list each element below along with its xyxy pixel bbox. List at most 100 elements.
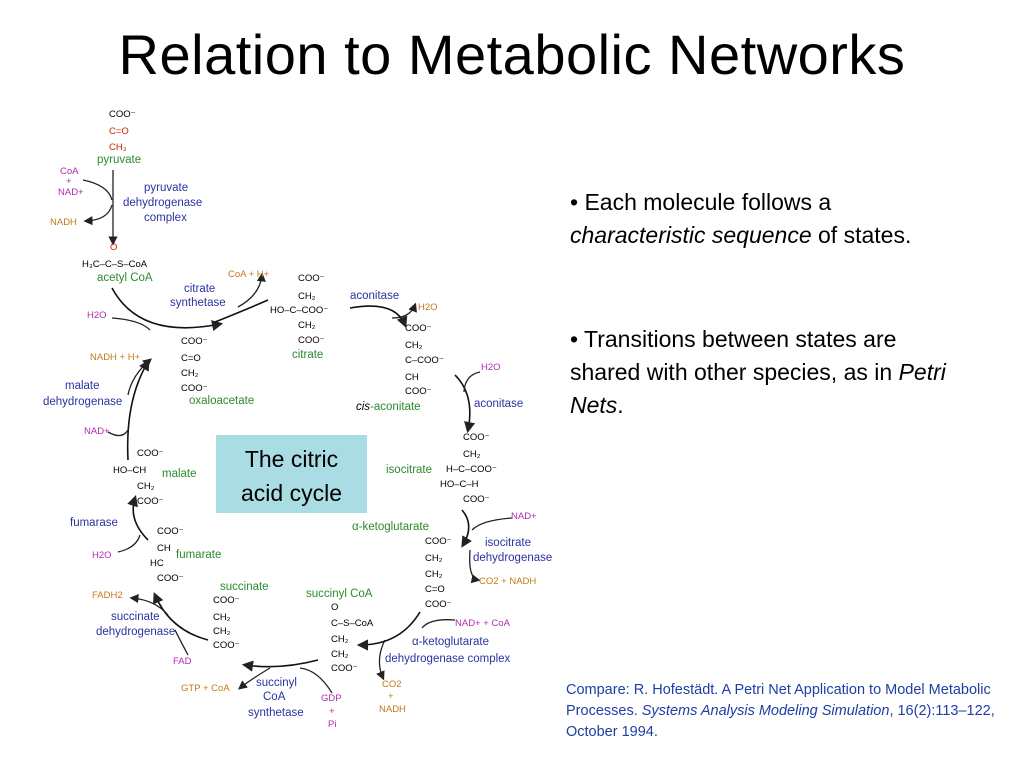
isocitrate-structure-line: HO–C–H: [440, 479, 479, 490]
cofactor-coa-nad-in: CoA + NAD+: [58, 166, 84, 198]
nad-in-1-arrow: [471, 517, 513, 531]
enzyme-pdh-line: complex: [144, 212, 187, 224]
citrate-synthetase-arc: [111, 287, 224, 332]
alpha-kg-structure-line: CH₂: [425, 553, 443, 564]
cofactor-h2o-out-1: H2O: [418, 302, 438, 313]
pyruvate-structure: COO⁻ C=O CH₃: [109, 109, 136, 153]
cofactor-co2-nadh-out-1: CO2 + NADH: [479, 576, 536, 587]
isocitrate-structure-line: COO⁻: [463, 494, 490, 505]
metabolite-oxaloacetate: oxaloacetate: [189, 395, 254, 407]
fumarate-structure: COO⁻ CH HC COO⁻: [150, 526, 184, 584]
idh-arc: [461, 509, 472, 548]
enzyme-mdh-line: malate: [65, 380, 100, 392]
alpha-kg-structure-line: C=O: [425, 584, 445, 595]
metabolite-pyruvate: pyruvate: [97, 154, 141, 166]
enzyme-citrate-synthetase: citrate synthetase: [170, 283, 226, 309]
bullet-text: • Transitions between states are shared …: [570, 326, 899, 385]
acetyl-coa-structure-line: O: [110, 242, 117, 253]
slide-title: Relation to Metabolic Networks: [118, 23, 906, 86]
akgdh-arc: [356, 611, 421, 651]
synthetase-ring-arc: [214, 299, 269, 323]
succinate-structure-line: COO⁻: [213, 595, 240, 606]
cycle-label-line: acid cycle: [241, 480, 342, 506]
cofactor-gtp-coa-out: GTP + CoA: [181, 683, 230, 694]
cycle-label: The citric acid cycle: [216, 435, 367, 513]
enzyme-citrate-synthetase-line: synthetase: [170, 297, 226, 309]
cycle-label-line: The citric: [244, 446, 339, 472]
bullet-emphasis: characteristic sequence: [570, 222, 812, 248]
citrate-structure-line: HO–C–COO⁻: [270, 305, 328, 316]
succinate-structure-line: COO⁻: [213, 640, 240, 651]
aconitase-2-arc: [454, 374, 476, 434]
malate-structure-line: COO⁻: [137, 448, 164, 459]
malate-structure-line: COO⁻: [137, 496, 164, 507]
succinyl-coa-structure-line: O: [331, 602, 338, 613]
nad-coa-in-arrow: [421, 619, 456, 629]
pyruvate-structure-line: C=O: [109, 126, 129, 137]
metabolite-acetyl-coa: acetyl CoA: [97, 272, 153, 284]
gdp-pi-in-arrow: [299, 667, 333, 694]
fad-in-arrow: [174, 629, 189, 656]
fumarate-structure-line: HC: [150, 558, 164, 569]
enzyme-mdh-line: dehydrogenase: [43, 396, 122, 408]
cis-aconitate-structure-line: CH₂: [405, 340, 423, 351]
cofactor-line: CO2: [382, 679, 402, 690]
cis-prefix: cis: [356, 401, 370, 413]
enzyme-citrate-synthetase-line: citrate: [184, 283, 215, 295]
co2-nadh-out-2-arrow: [376, 639, 386, 681]
succinate-structure: COO⁻ CH₂ CH₂ COO⁻: [213, 595, 240, 651]
enzyme-pdh-line: pyruvate: [144, 182, 188, 194]
cofactor-h2o-in-2: H2O: [481, 362, 501, 373]
enzyme-succinyl-coa-synthetase-line: succinyl: [256, 677, 297, 689]
cofactor-line: +: [388, 691, 394, 702]
pyruvate-structure-line: COO⁻: [109, 109, 136, 120]
cofactor-h2o-in-1: H2O: [87, 310, 107, 321]
malate-structure-line: CH₂: [137, 481, 155, 492]
bullet-text: of states.: [811, 222, 912, 248]
cis-aconitate-structure-line: CH: [405, 372, 419, 383]
succinyl-coa-synthetase-arc: [241, 659, 319, 672]
citrate-structure-line: COO⁻: [298, 273, 325, 284]
bullet-text: .: [617, 392, 624, 418]
enzyme-fumarase: fumarase: [70, 517, 118, 529]
cofactor-nad-in-1: NAD+: [511, 511, 537, 522]
isocitrate-structure-line: CH₂: [463, 449, 481, 460]
cofactor-co2-nadh-out-2: CO2 + NADH: [379, 679, 406, 715]
cofactor-fadh2-out: FADH2: [92, 590, 123, 601]
citrate-structure-line: CH₂: [298, 291, 316, 302]
alpha-kg-structure-line: CH₂: [425, 569, 443, 580]
bullet-point: • Each molecule follows a characteristic…: [570, 186, 970, 252]
sdh-arc: [153, 592, 209, 641]
cis-aconitate-structure: COO⁻ CH₂ C–COO⁻ CH COO⁻: [405, 323, 444, 397]
fumarate-structure-line: COO⁻: [157, 573, 184, 584]
cis-aconitate-structure-line: C–COO⁻: [405, 355, 444, 366]
h2o-in-3-arrow: [117, 534, 141, 553]
succinate-structure-line: CH₂: [213, 626, 231, 637]
cofactor-nadh-h-out: NADH + H+: [90, 352, 141, 363]
cofactor-nadh-out-1: NADH: [50, 217, 77, 228]
succinyl-coa-structure: O C–S–CoA CH₂ CH₂ COO⁻: [331, 602, 374, 674]
bullet-text: • Each molecule follows a: [570, 189, 832, 215]
citation-text: Compare: R. Hofestädt. A Petri Net Appli…: [566, 682, 991, 719]
mdh-arc: [126, 359, 150, 461]
aconitase-1-arc: [349, 305, 408, 328]
citrate-structure-line: CH₂: [298, 320, 316, 331]
alpha-kg-structure-line: COO⁻: [425, 599, 452, 610]
gtp-coa-out-arrow: [237, 667, 271, 690]
alpha-kg-structure-line: COO⁻: [425, 536, 452, 547]
metabolite-malate: malate: [162, 468, 197, 480]
cofactor-line: NADH: [379, 704, 406, 715]
enzyme-akgdh-line: dehydrogenase complex: [385, 653, 511, 665]
cofactor-line: GDP: [321, 693, 342, 704]
succinyl-coa-structure-line: COO⁻: [331, 663, 358, 674]
oxaloacetate-structure-line: CH₂: [181, 368, 199, 379]
enzyme-pdh: pyruvate dehydrogenase complex: [123, 182, 202, 224]
acetyl-coa-structure-line: H₃C–C–S–CoA: [82, 259, 148, 270]
enzyme-aconitase-2: aconitase: [474, 398, 523, 410]
aconitate-suffix: -aconitate: [370, 401, 421, 413]
metabolite-succinyl-coa: succinyl CoA: [306, 588, 373, 600]
enzyme-succinyl-coa-synthetase-line: synthetase: [248, 707, 304, 719]
h2o-in-1-arrow: [111, 317, 151, 331]
acetyl-coa-structure: O H₃C–C–S–CoA: [82, 242, 148, 270]
oxaloacetate-structure-line: C=O: [181, 353, 201, 364]
